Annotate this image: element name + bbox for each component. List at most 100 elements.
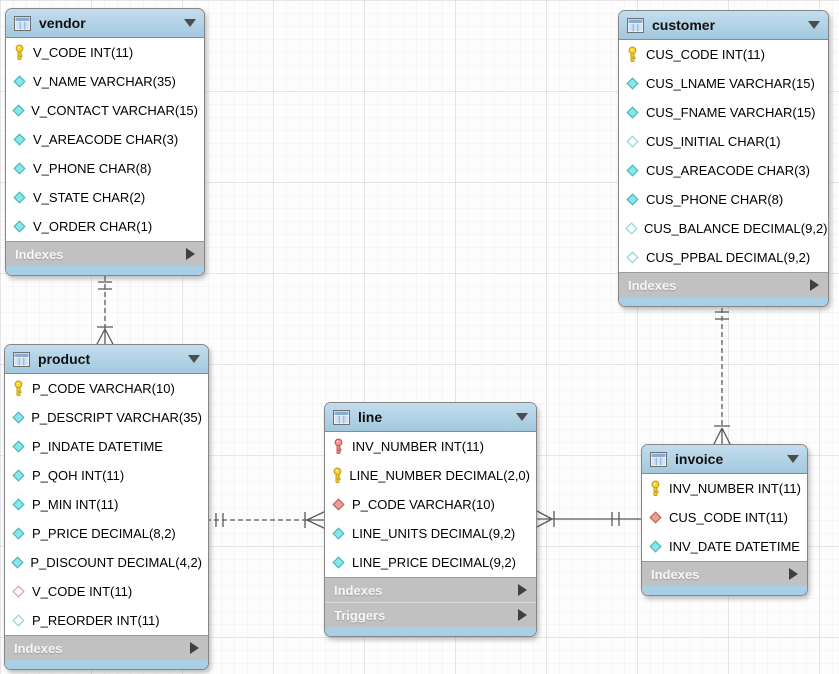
column-row[interactable]: CUS_PPBAL DECIMAL(9,2) <box>619 243 828 272</box>
column-row[interactable]: P_INDATE DATETIME <box>5 432 208 461</box>
section-label: Indexes <box>15 246 64 262</box>
column-row[interactable]: P_PRICE DECIMAL(8,2) <box>5 519 208 548</box>
column-row[interactable]: CUS_CODE INT(11) <box>642 503 807 532</box>
column-row[interactable]: P_MIN INT(11) <box>5 490 208 519</box>
table-header-product[interactable]: product <box>5 345 208 374</box>
column-row[interactable]: INV_DATE DATETIME <box>642 532 807 561</box>
column-row[interactable]: LINE_NUMBER DECIMAL(2,0) <box>325 461 536 490</box>
column-row[interactable]: CUS_LNAME VARCHAR(15) <box>619 69 828 98</box>
column-row[interactable]: LINE_UNITS DECIMAL(9,2) <box>325 519 536 548</box>
table-footer <box>619 297 828 306</box>
section-indexes[interactable]: Indexes <box>325 577 536 602</box>
column-nullable-icon <box>625 135 640 148</box>
column-nullable-icon <box>625 251 640 264</box>
column-label: V_CODE INT(11) <box>32 584 133 599</box>
column-row[interactable]: P_DESCRIPT VARCHAR(35) <box>5 403 208 432</box>
column-label: CUS_BALANCE DECIMAL(9,2) <box>644 221 828 236</box>
collapse-arrow-icon[interactable] <box>188 355 200 363</box>
column-label: LINE_NUMBER DECIMAL(2,0) <box>349 468 530 483</box>
column-nullable-icon <box>625 222 638 235</box>
column-row[interactable]: V_CONTACT VARCHAR(15) <box>6 96 204 125</box>
section-indexes[interactable]: Indexes <box>642 561 807 586</box>
column-label: P_MIN INT(11) <box>32 497 119 512</box>
column-notnull-icon <box>11 411 25 424</box>
table-title: line <box>358 409 383 425</box>
column-label: V_AREACODE CHAR(3) <box>33 132 179 147</box>
column-label: CUS_AREACODE CHAR(3) <box>646 163 810 178</box>
column-label: V_STATE CHAR(2) <box>33 190 146 205</box>
table-header-vendor[interactable]: vendor <box>6 9 204 38</box>
column-row[interactable]: V_ORDER CHAR(1) <box>6 212 204 241</box>
relationship-customer-invoice[interactable] <box>712 300 732 447</box>
column-label: V_CONTACT VARCHAR(15) <box>31 103 198 118</box>
collapse-arrow-icon[interactable] <box>184 19 196 27</box>
column-row[interactable]: INV_NUMBER INT(11) <box>325 432 536 461</box>
column-row[interactable]: P_QOH INT(11) <box>5 461 208 490</box>
table-header-invoice[interactable]: invoice <box>642 445 807 474</box>
column-label: P_INDATE DATETIME <box>32 439 163 454</box>
table-title: product <box>38 351 91 367</box>
section-indexes[interactable]: Indexes <box>5 635 208 660</box>
column-row[interactable]: P_CODE VARCHAR(10) <box>325 490 536 519</box>
column-label: CUS_CODE INT(11) <box>646 47 765 62</box>
column-row[interactable]: V_AREACODE CHAR(3) <box>6 125 204 154</box>
relationship-product-line[interactable] <box>206 510 327 530</box>
relationship-vendor-product[interactable] <box>95 268 115 347</box>
column-row[interactable]: V_CODE INT(11) <box>6 38 204 67</box>
column-notnull-icon <box>12 133 27 146</box>
column-row[interactable]: CUS_PHONE CHAR(8) <box>619 185 828 214</box>
primary-key-icon <box>331 467 343 484</box>
column-label: CUS_PPBAL DECIMAL(9,2) <box>646 250 811 265</box>
column-notnull-icon <box>648 540 663 553</box>
column-row[interactable]: CUS_AREACODE CHAR(3) <box>619 156 828 185</box>
expand-arrow-icon <box>810 279 819 291</box>
collapse-arrow-icon[interactable] <box>808 21 820 29</box>
column-label: CUS_INITIAL CHAR(1) <box>646 134 781 149</box>
column-row[interactable]: CUS_FNAME VARCHAR(15) <box>619 98 828 127</box>
column-row[interactable]: CUS_BALANCE DECIMAL(9,2) <box>619 214 828 243</box>
column-notnull-icon <box>625 164 640 177</box>
table-header-line[interactable]: line <box>325 403 536 432</box>
column-row[interactable]: V_CODE INT(11) <box>5 577 208 606</box>
column-row[interactable]: V_NAME VARCHAR(35) <box>6 67 204 96</box>
table-icon <box>14 15 31 31</box>
column-label: P_CODE VARCHAR(10) <box>32 381 175 396</box>
column-label: LINE_UNITS DECIMAL(9,2) <box>352 526 516 541</box>
column-row[interactable]: P_CODE VARCHAR(10) <box>5 374 208 403</box>
column-notnull-icon <box>11 498 26 511</box>
section-indexes[interactable]: Indexes <box>6 241 204 266</box>
expand-arrow-icon <box>186 248 195 260</box>
column-label: P_DISCOUNT DECIMAL(4,2) <box>30 555 202 570</box>
section-indexes[interactable]: Indexes <box>619 272 828 297</box>
column-notnull-icon <box>12 104 25 117</box>
section-label: Indexes <box>14 640 63 656</box>
relationship-invoice-line[interactable] <box>534 509 643 529</box>
column-label: P_CODE VARCHAR(10) <box>352 497 495 512</box>
column-row[interactable]: P_DISCOUNT DECIMAL(4,2) <box>5 548 208 577</box>
column-row[interactable]: CUS_INITIAL CHAR(1) <box>619 127 828 156</box>
collapse-arrow-icon[interactable] <box>787 455 799 463</box>
column-row[interactable]: V_STATE CHAR(2) <box>6 183 204 212</box>
collapse-arrow-icon[interactable] <box>516 413 528 421</box>
section-triggers[interactable]: Triggers <box>325 602 536 627</box>
column-label: INV_NUMBER INT(11) <box>352 439 484 454</box>
table-icon <box>13 351 30 367</box>
column-row[interactable]: V_PHONE CHAR(8) <box>6 154 204 183</box>
column-label: P_REORDER INT(11) <box>32 613 160 628</box>
foreign-key-nullable-icon <box>11 585 26 598</box>
column-row[interactable]: LINE_PRICE DECIMAL(9,2) <box>325 548 536 577</box>
column-notnull-icon <box>625 77 640 90</box>
column-row[interactable]: INV_NUMBER INT(11) <box>642 474 807 503</box>
column-row[interactable]: CUS_CODE INT(11) <box>619 40 828 69</box>
column-label: P_QOH INT(11) <box>32 468 125 483</box>
table-header-customer[interactable]: customer <box>619 11 828 40</box>
column-notnull-icon <box>11 556 24 569</box>
section-label: Indexes <box>334 582 383 598</box>
column-row[interactable]: P_REORDER INT(11) <box>5 606 208 635</box>
